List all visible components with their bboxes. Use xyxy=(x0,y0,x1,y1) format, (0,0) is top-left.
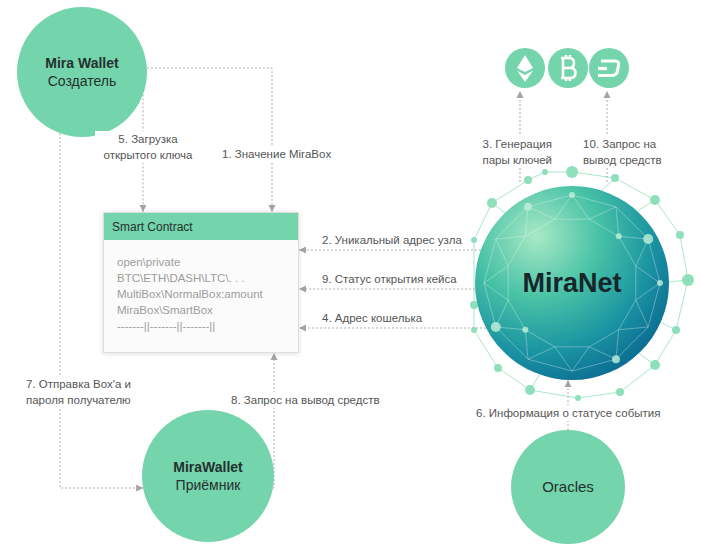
coin-btc xyxy=(548,48,588,88)
arrowhead xyxy=(269,205,276,212)
node-title: Mira Wallet xyxy=(45,54,118,72)
connector-label: 1. Значение MiraBox xyxy=(220,146,333,162)
arrowhead xyxy=(271,353,278,360)
arrowhead xyxy=(140,205,147,212)
connector-label: 5. Загрузка открытого ключа xyxy=(95,131,201,163)
node-subtitle: Создатель xyxy=(48,72,117,90)
network-dots xyxy=(470,166,694,401)
coin-dash xyxy=(589,48,629,88)
connector-label: 9. Статус открытия кейса xyxy=(320,271,459,287)
node-title: MiraWallet xyxy=(173,458,243,476)
contract-field: open\private xyxy=(117,254,180,270)
connector-line xyxy=(299,250,481,251)
contract-field: -------||-------||-------|| xyxy=(117,318,215,334)
connector-label: 7. Отправка Box'а и пароля получателю xyxy=(24,376,148,408)
callout-label: 3. Генерация пары ключей xyxy=(470,136,554,168)
node-title: Oracles xyxy=(542,478,594,496)
oracle-circle: Oracles xyxy=(511,430,625,544)
arrowhead xyxy=(299,286,306,293)
arrowhead xyxy=(299,247,306,254)
connector-line xyxy=(299,328,486,329)
contract-field: BTC\ETH\DASH\LTC\. . . xyxy=(117,270,245,286)
arrowhead xyxy=(517,91,611,98)
contract-field: MiraBox\SmartBox xyxy=(117,302,213,318)
node-subtitle: Приёмник xyxy=(176,476,241,494)
network-sphere: MiraNet xyxy=(475,186,669,380)
contract-title: Smart Contract xyxy=(112,220,193,234)
contract-header: Smart Contract xyxy=(104,213,298,240)
callout-label: 10. Запрос на вывод средств xyxy=(581,136,685,168)
node-title: MiraNet xyxy=(522,267,621,299)
connector-label: 2. Уникальный адрес узла xyxy=(320,232,464,248)
coin-eth xyxy=(505,48,545,88)
contract-box: Smart Contract open\privateBTC\ETH\DASH\L… xyxy=(103,212,299,353)
connector-label: 6. Информация о статусе события xyxy=(474,405,662,421)
connector-line xyxy=(299,289,475,290)
connector-label: 8. Запрос на вывод средств xyxy=(229,392,382,408)
wallet-circle: MiraWalletПриёмник xyxy=(142,410,274,542)
arrowhead xyxy=(565,380,572,387)
network-halo xyxy=(474,172,688,398)
wallet-circle: Mira WalletСоздатель xyxy=(17,7,147,137)
contract-field: MultiBox\NormalBox:amount xyxy=(117,286,263,302)
connector-label: 4. Адрес кошелька xyxy=(320,310,424,326)
contract-body: open\privateBTC\ETH\DASH\LTC\. . .MultiB… xyxy=(104,240,298,352)
arrowhead xyxy=(299,325,306,332)
